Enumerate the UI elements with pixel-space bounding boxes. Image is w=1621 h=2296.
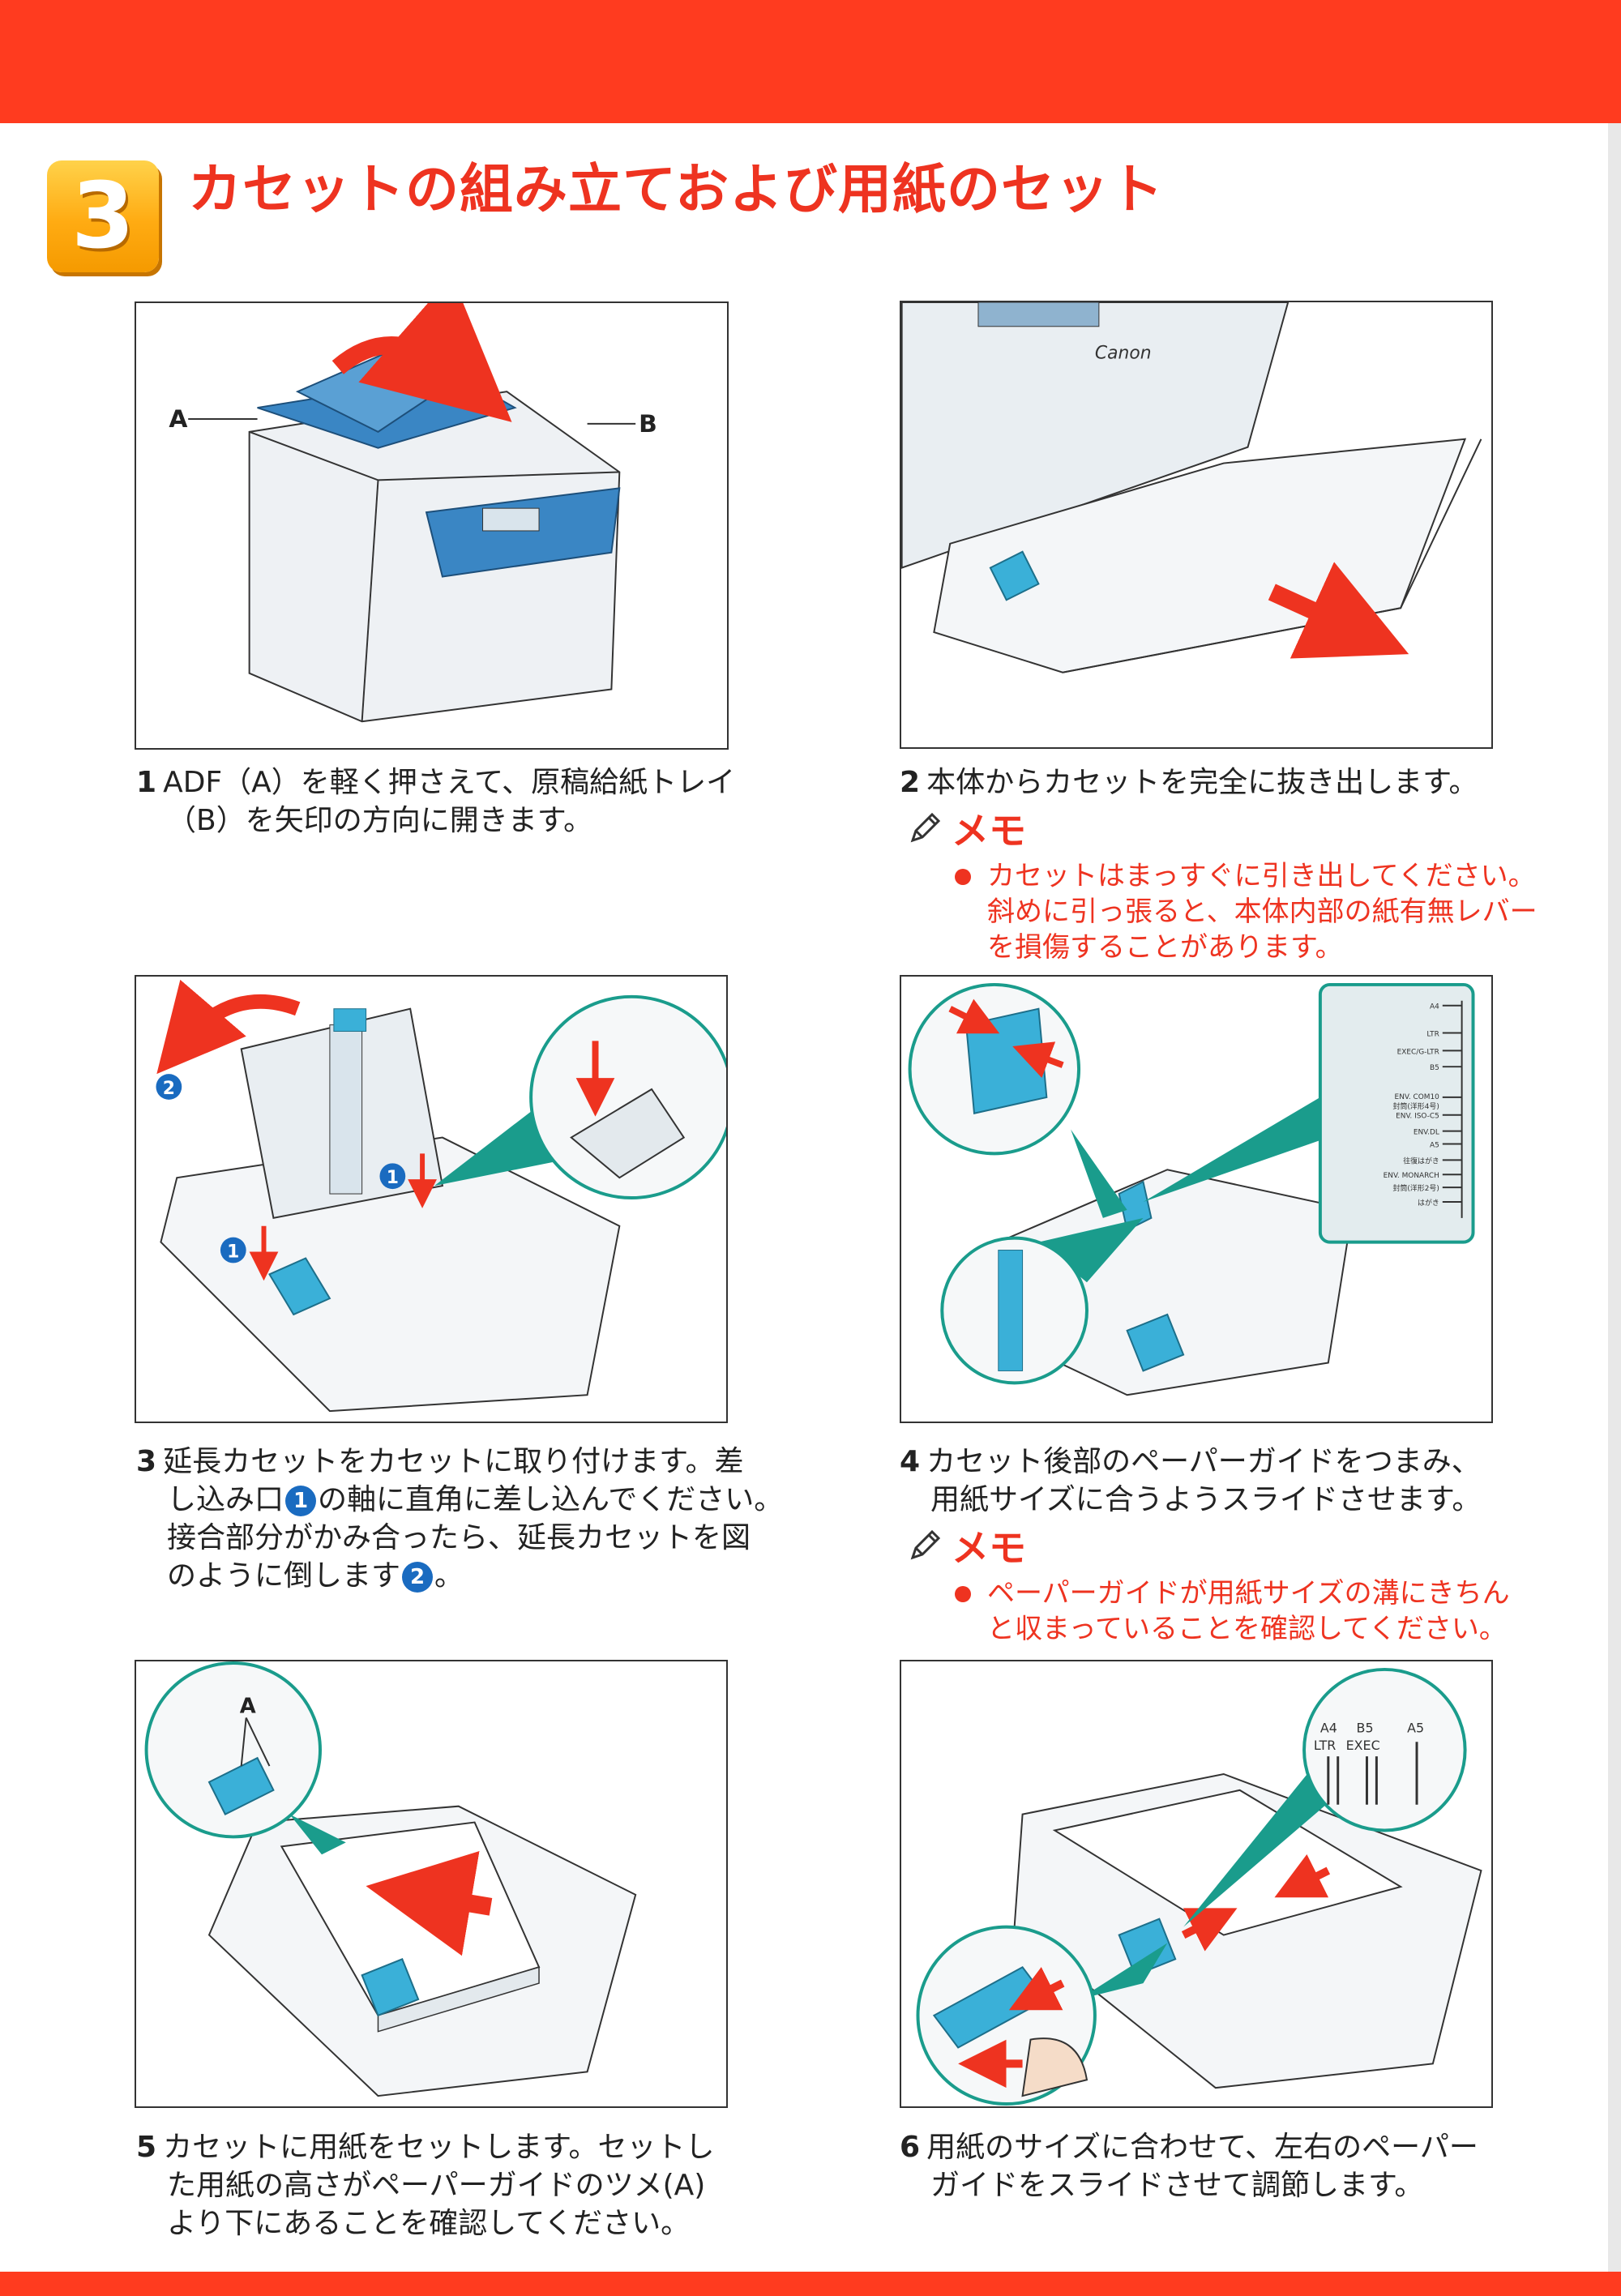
size-youkei2: 封筒(洋形2号) [1393, 1183, 1439, 1193]
size-env-iso-c5: ENV. ISO-C5 [1396, 1113, 1439, 1121]
figure-step-3: 2 1 1 [135, 975, 728, 1423]
figure-step-4: A4 LTR EXEC/G-LTR B5 ENV. COM10 封筒(洋形4号)… [900, 975, 1493, 1423]
pencil-icon [910, 812, 941, 843]
label-b: B [639, 410, 657, 438]
memo-line-2: と収まっていることを確認してください。 [987, 1613, 1507, 1645]
label-a: A [240, 1695, 256, 1719]
paper-loading-illustration: A [144, 1661, 637, 2097]
callout-1b: 1 [227, 1242, 239, 1262]
memo-line-2: 斜めに引っ張ると、本体内部の紙有無レバー [987, 896, 1538, 928]
step-6-number: 6 [900, 2131, 921, 2164]
size-env-dl: ENV.DL [1414, 1129, 1439, 1137]
bottom-banner [0, 2272, 1621, 2296]
size-exec: EXEC [1346, 1738, 1380, 1753]
step-1-line-1: ADF（A）を軽く押さえて、原稿給紙トレイ [163, 766, 736, 799]
step-5-line-3: より下にあることを確認してください。 [167, 2207, 691, 2240]
size-ltr: LTR [1314, 1738, 1336, 1753]
step-2-line-1: 本体からカセットを完全に抜き出します。 [926, 766, 1478, 799]
memo-title: メモ [952, 809, 1026, 853]
memo-title: メモ [952, 1526, 1026, 1570]
size-env-monarch: ENV. MONARCH [1384, 1172, 1439, 1180]
size-a4: A4 [1320, 1720, 1337, 1735]
figure-step-5: A [135, 1660, 728, 2108]
step-3-line-1: 延長カセットをカセットに取り付けます。差 [163, 1445, 744, 1478]
step-number-badge: 3 [47, 160, 159, 272]
extension-cassette-illustration: 2 1 1 [156, 979, 726, 1413]
paper-guide-illustration: A4 LTR EXEC/G-LTR B5 ENV. COM10 封筒(洋形4号)… [908, 982, 1475, 1396]
callout-1a: 1 [387, 1168, 399, 1188]
side-guide-adjust-illustration: A4 B5 A5 LTR EXEC [916, 1667, 1482, 2106]
size-a4: A4 [1430, 1003, 1439, 1011]
page-edge [1608, 123, 1621, 2272]
step-1-number: 1 [136, 766, 157, 799]
bullet-icon [955, 1586, 971, 1602]
memo-line-1: カセットはまっすぐに引き出してください。 [987, 860, 1536, 892]
size-env-com10: ENV. COM10 [1395, 1093, 1440, 1101]
top-banner [0, 0, 1621, 123]
step-3-line-3: 接合部分がかみ合ったら、延長カセットを図 [167, 1521, 751, 1554]
step-1-line-2: （B）を矢印の方向に開きます。 [167, 804, 593, 837]
step-4-line-1: カセット後部のペーパーガイドをつまみ、 [926, 1445, 1481, 1478]
step-5-number: 5 [136, 2131, 157, 2164]
step-6-line-2: ガイドをスライドさせて調節します。 [930, 2169, 1424, 2202]
size-a5: A5 [1407, 1720, 1424, 1735]
size-a5: A5 [1430, 1141, 1439, 1149]
canon-logo: Canon [1095, 343, 1152, 363]
step-4-memo: メモ ペーパーガイドが用紙サイズの溝にきちん と収まっていることを確認してくださ… [906, 1524, 1510, 1647]
size-exec: EXEC/G-LTR [1397, 1048, 1439, 1056]
step-2-number: 2 [900, 766, 921, 799]
size-b5: B5 [1430, 1064, 1439, 1072]
bullet-icon [955, 869, 971, 885]
memo-body: カセットはまっすぐに引き出してください。 斜めに引っ張ると、本体内部の紙有無レバ… [906, 858, 1538, 965]
step-4-line-2: 用紙サイズに合うようスライドさせます。 [930, 1483, 1482, 1516]
figure-step-1: A B [135, 301, 729, 750]
memo-line-1: ペーパーガイドが用紙サイズの溝にきちん [987, 1577, 1510, 1610]
memo-line-3: を損傷することがあります。 [987, 931, 1343, 964]
step-6-line-1: 用紙のサイズに合わせて、左右のペーパー [926, 2131, 1478, 2164]
cassette-removal-illustration: Canon [901, 302, 1482, 673]
step-3-number: 3 [136, 1445, 157, 1478]
callout-1-icon: 1 [285, 1486, 317, 1516]
step-2-memo: メモ カセットはまっすぐに引き出してください。 斜めに引っ張ると、本体内部の紙有… [906, 806, 1538, 965]
figure-step-6: A4 B5 A5 LTR EXEC [900, 1660, 1493, 2108]
step-3-line-4a: のように倒します [167, 1559, 401, 1593]
pencil-icon [910, 1529, 941, 1560]
step-number: 3 [71, 164, 135, 269]
size-b5: B5 [1357, 1720, 1374, 1735]
size-oufuku-hagaki: 往復はがき [1403, 1156, 1439, 1165]
step-4-number: 4 [900, 1445, 921, 1478]
label-a: A [169, 405, 187, 434]
printer-adf-illustration: A B [169, 303, 657, 723]
callout-2-icon: 2 [402, 1562, 434, 1593]
size-ltr: LTR [1426, 1030, 1439, 1038]
memo-body: ペーパーガイドが用紙サイズの溝にきちん と収まっていることを確認してください。 [906, 1576, 1510, 1647]
page-title: カセットの組み立ておよび用紙のセット [188, 158, 1165, 220]
step-5-line-2: た用紙の高さがペーパーガイドのツメ(A) [167, 2169, 706, 2202]
size-hagaki: はがき [1418, 1198, 1439, 1208]
step-5-line-1: カセットに用紙をセットします。セットし [163, 2131, 715, 2164]
step-3-line-2b: の軸に直角に差し込んでください。 [318, 1483, 784, 1516]
step-3-line-4b: 。 [434, 1559, 464, 1593]
size-youkei4: 封筒(洋形4号) [1393, 1101, 1439, 1111]
step-3-line-2a: し込み口 [167, 1483, 284, 1516]
figure-step-2: Canon [900, 301, 1493, 749]
callout-2: 2 [163, 1079, 175, 1099]
